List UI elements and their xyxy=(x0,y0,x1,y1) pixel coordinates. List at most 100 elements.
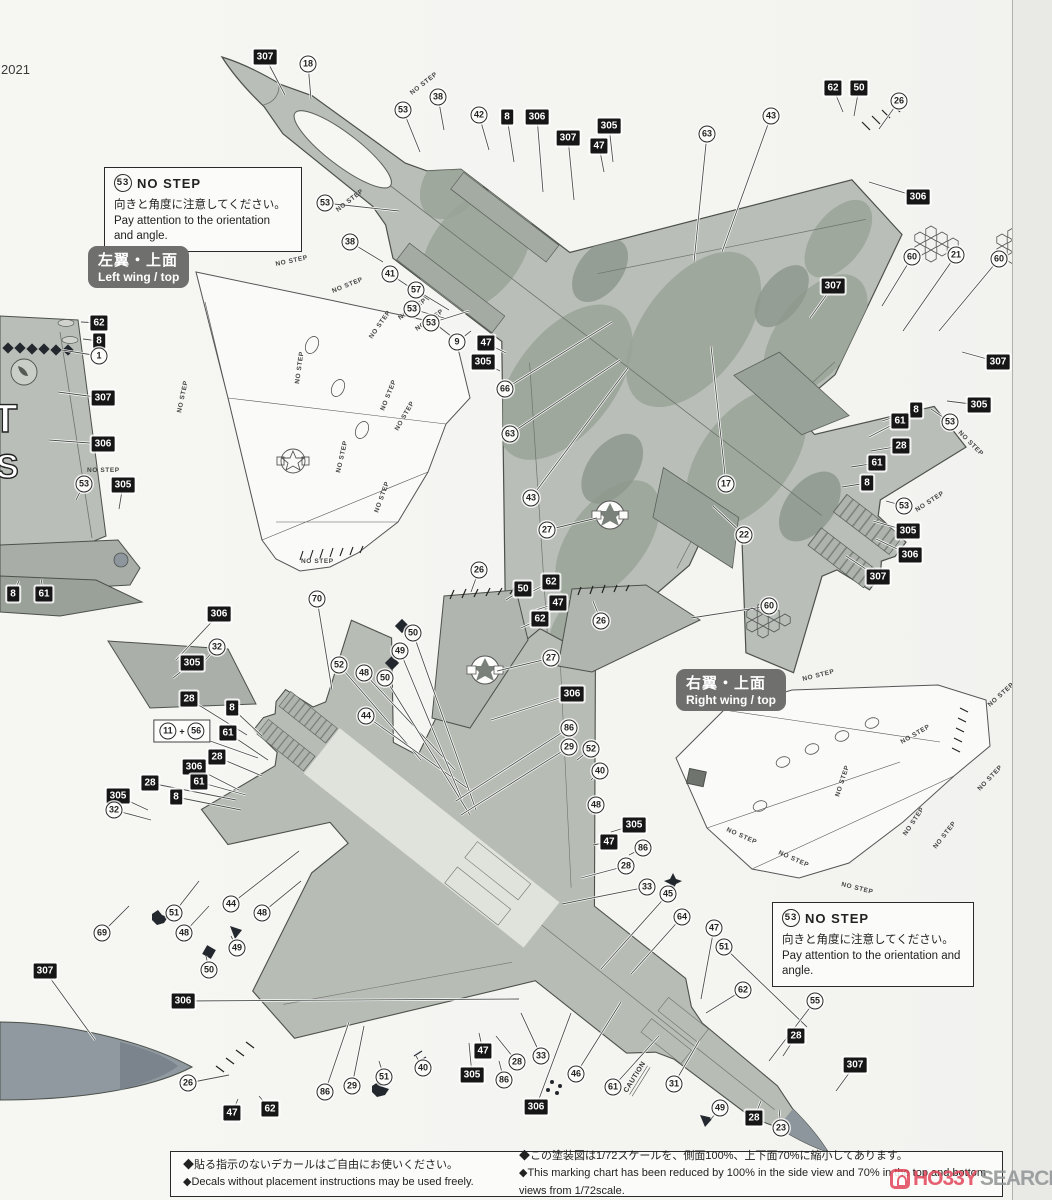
left-wing-label-en: Left wing / top xyxy=(98,270,180,284)
no-step-stencil: NO STEP xyxy=(275,254,309,268)
leader-line xyxy=(113,809,152,821)
no-step-title: NO STEP xyxy=(805,910,870,926)
hex-swatch xyxy=(914,231,926,245)
leader-line xyxy=(478,1032,484,1052)
radome-panel-line xyxy=(263,84,280,106)
hex-swatch xyxy=(768,619,780,633)
footer-note-left: ◆貼る指示のないデカールはご自由にお使いください。 ◆Decals withou… xyxy=(183,1157,501,1191)
top-view-illustration xyxy=(48,0,1052,793)
leader-line xyxy=(412,632,477,811)
leader-line xyxy=(173,880,200,914)
leader-line xyxy=(504,321,613,390)
left-wing-label-jp: 左翼・上面 xyxy=(98,252,179,269)
leader-line xyxy=(710,345,727,485)
leader-line xyxy=(598,145,605,173)
hobby-search-logo-icon xyxy=(890,1169,910,1189)
footer-note-left-en: ◆Decals without placement instructions m… xyxy=(183,1176,474,1188)
bottom-view-left-stabilator xyxy=(107,640,257,709)
hex-swatch xyxy=(925,249,937,263)
star-mark xyxy=(664,873,682,890)
no-step-note-box-bottom: 53 NO STEP 向きと角度に注意してください。 Pay attention… xyxy=(772,902,974,987)
leader-line xyxy=(600,893,669,970)
no-step-stencil: NO STEP xyxy=(976,764,1004,792)
leader-line xyxy=(496,657,552,672)
radome-bottom xyxy=(777,1108,828,1152)
no-step-jp: 向きと角度に注意してください。 xyxy=(114,199,286,211)
national-insignia-bottom-view xyxy=(466,655,504,685)
leader-line xyxy=(182,998,520,1002)
left-wing-label: 左翼・上面 Left wing / top xyxy=(88,246,190,288)
footer-note-right: ◆この塗装図は1/72スケールを、側面100%、上下面70%に縮小してあります。… xyxy=(519,1148,990,1199)
leader-line xyxy=(567,137,575,201)
leader-line xyxy=(149,782,237,801)
caution-stencil: CAUTION xyxy=(623,1060,651,1097)
leader-line xyxy=(183,905,210,934)
hex-swatch xyxy=(936,231,948,245)
hex-swatch xyxy=(996,245,1008,259)
right-wing-label: 右翼・上面 Right wing / top xyxy=(676,669,786,711)
copyright-year: 2021 xyxy=(1,62,30,77)
leader-line xyxy=(101,905,130,934)
leader-line xyxy=(231,1098,239,1114)
leader-line xyxy=(117,795,149,811)
no-step-stencil: NO STEP xyxy=(331,276,364,295)
no-step-stencil: NO STEP xyxy=(841,881,875,896)
leader-line xyxy=(509,359,621,435)
engine-bay xyxy=(303,728,560,948)
leader-line xyxy=(628,847,644,856)
leader-line xyxy=(630,916,683,975)
leader-line xyxy=(258,1095,271,1110)
tail-code-letter: T xyxy=(0,397,17,441)
leader-line xyxy=(885,500,905,507)
fin-tip-pod xyxy=(57,319,75,327)
no-step-title: NO STEP xyxy=(137,175,202,191)
right-wing-label-jp: 右翼・上面 xyxy=(686,675,767,692)
fin-tip-hatch-marks xyxy=(215,103,901,1073)
leader-line xyxy=(384,677,471,816)
leader-line xyxy=(230,850,300,905)
leader-line xyxy=(868,181,919,198)
hex-swatch xyxy=(746,619,758,633)
leader-line xyxy=(324,202,400,212)
right-vertical-fin xyxy=(733,351,850,436)
tail-light xyxy=(113,552,129,568)
leader-line xyxy=(216,756,263,777)
leader-line xyxy=(44,970,96,1041)
leader-line xyxy=(455,727,570,802)
hex-swatch xyxy=(996,233,1008,247)
leader-line xyxy=(938,258,1000,332)
no-step-jp: 向きと角度に注意してください。 xyxy=(782,934,954,946)
leader-line xyxy=(456,330,472,343)
left-wing-top-diagram xyxy=(195,271,471,572)
leader-line xyxy=(506,116,515,163)
leader-line xyxy=(535,1012,572,1108)
arrow-mark xyxy=(230,926,242,939)
leader-line xyxy=(700,927,715,1000)
decal-number-53: 53 xyxy=(782,909,800,927)
bottom-view-right-fin xyxy=(557,584,702,673)
leader-line xyxy=(495,1035,518,1063)
leader-line xyxy=(768,1000,816,1062)
leader-line xyxy=(482,361,501,372)
hex-swatch xyxy=(914,243,926,257)
leader-line xyxy=(721,115,772,253)
leader-line xyxy=(402,109,421,153)
national-insignia-top-view xyxy=(591,500,629,530)
leader-line xyxy=(946,400,980,406)
leader-line xyxy=(351,1025,365,1087)
no-step-stencil: NO STEP xyxy=(294,351,305,384)
right-intake xyxy=(450,171,560,263)
hex-swatch xyxy=(925,225,937,239)
right-nozzle xyxy=(832,493,903,555)
leader-line xyxy=(231,707,263,737)
leader-line xyxy=(853,87,860,117)
leader-line xyxy=(690,605,770,619)
leader-line xyxy=(961,351,999,363)
leader-line xyxy=(478,114,490,151)
no-step-stencil: NO STEP xyxy=(335,188,365,214)
leader-line xyxy=(188,698,248,736)
leader-line xyxy=(520,1012,542,1057)
eagle-emblem-detail xyxy=(18,366,28,376)
footer-note-right-jp: ◆この塗装図は1/72スケールを、側面100%、上下面70%に縮小してあります。 xyxy=(519,1150,908,1163)
